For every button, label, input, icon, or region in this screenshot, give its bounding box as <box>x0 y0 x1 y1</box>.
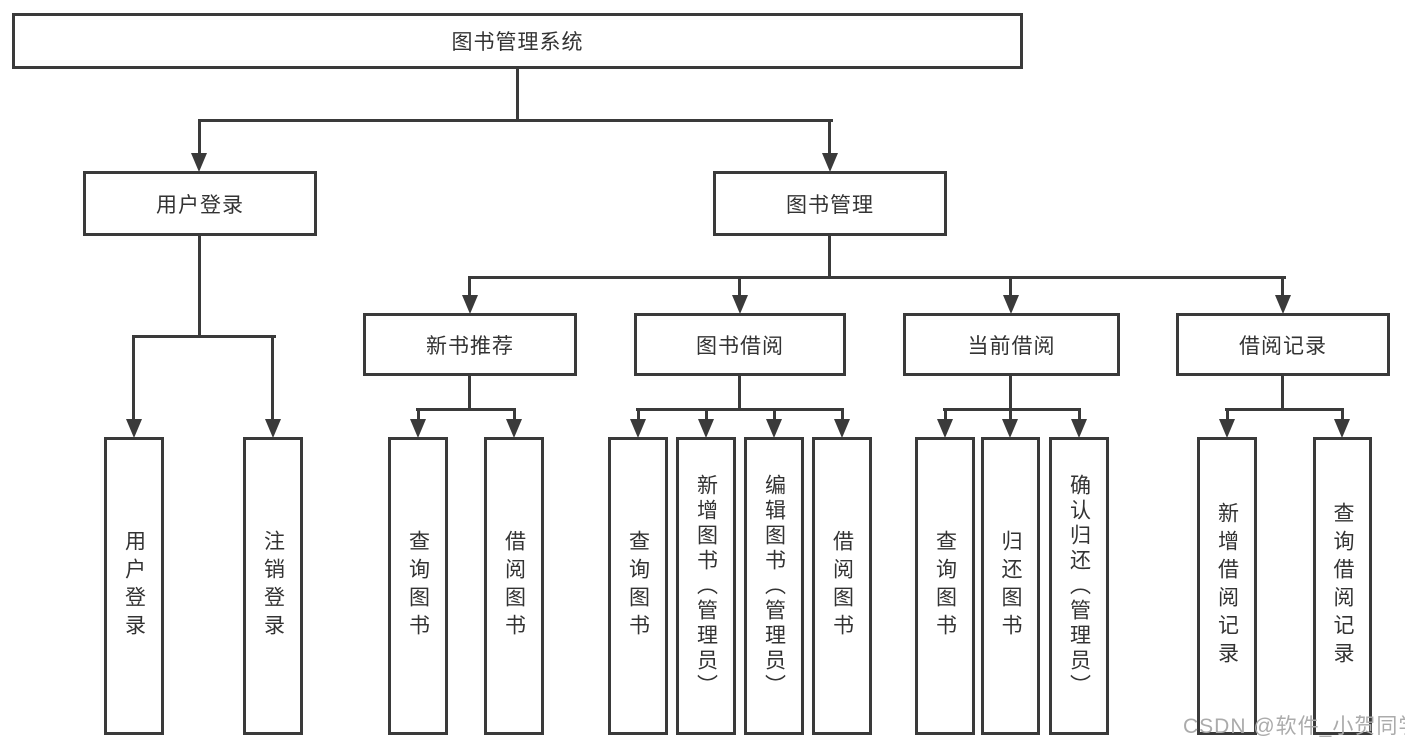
connector-line <box>417 408 420 421</box>
connector-line <box>1225 408 1344 411</box>
connector-line <box>468 276 471 297</box>
connector-line <box>773 408 776 421</box>
arrow-down-icon <box>732 295 748 314</box>
connector-line <box>705 408 708 421</box>
connector-line <box>828 234 831 279</box>
connector-line <box>943 408 1081 411</box>
connector-line <box>1009 408 1012 421</box>
arrow-down-icon <box>834 419 850 438</box>
leaf-current-query-books: 查询图书 <box>915 437 975 735</box>
connector-line <box>468 374 471 410</box>
arrow-down-icon <box>191 153 207 172</box>
connector-line <box>1009 374 1012 410</box>
arrow-down-icon <box>937 419 953 438</box>
connector-line <box>738 374 741 410</box>
node-book-management: 图书管理 <box>713 171 947 236</box>
leaf-newbook-query-books: 查询图书 <box>388 437 448 735</box>
arrow-down-icon <box>698 419 714 438</box>
leaf-records-add-record: 新增借阅记录 <box>1197 437 1257 735</box>
node-book-borrowing-label: 图书借阅 <box>696 334 784 358</box>
leaf-borrowing-query-books: 查询图书 <box>608 437 668 735</box>
node-borrow-records: 借阅记录 <box>1176 313 1390 376</box>
node-root-label: 图书管理系统 <box>451 31 584 54</box>
connector-line <box>1341 408 1344 421</box>
leaf-borrowing-borrow-books: 借阅图书 <box>812 437 872 735</box>
leaf-current-return-books-label: 归还图书 <box>999 530 1022 642</box>
node-user-login: 用户登录 <box>83 171 317 236</box>
arrow-down-icon <box>1219 419 1235 438</box>
arrow-down-icon <box>1003 295 1019 314</box>
arrow-down-icon <box>630 419 646 438</box>
arrow-down-icon <box>410 419 426 438</box>
leaf-borrowing-edit-books-admin-label: 编辑图书（管理员） <box>762 473 786 699</box>
connector-line <box>1009 276 1012 297</box>
node-root: 图书管理系统 <box>12 13 1023 69</box>
connector-line <box>828 119 831 156</box>
node-new-book-recommend: 新书推荐 <box>363 313 577 376</box>
connector-line <box>636 408 844 411</box>
connector-line <box>841 408 844 421</box>
csdn-watermark: CSDN @软件_小贺同学 <box>1183 715 1405 738</box>
leaf-newbook-borrow-books-label: 借阅图书 <box>502 530 526 642</box>
arrow-down-icon <box>1275 295 1291 314</box>
connector-line <box>516 69 519 122</box>
leaf-newbook-borrow-books: 借阅图书 <box>484 437 544 735</box>
arrow-down-icon <box>1071 419 1087 438</box>
connector-line <box>271 335 274 421</box>
connector-line <box>738 276 741 297</box>
connector-line <box>1226 408 1229 421</box>
node-user-login-label: 用户登录 <box>156 193 244 217</box>
leaf-logout: 注销登录 <box>243 437 303 735</box>
leaf-borrowing-query-books-label: 查询图书 <box>626 530 650 642</box>
node-current-borrowing-label: 当前借阅 <box>967 334 1056 358</box>
connector-line <box>1281 276 1284 297</box>
node-borrow-records-label: 借阅记录 <box>1239 334 1327 358</box>
arrow-down-icon <box>265 419 281 438</box>
connector-line <box>1078 408 1081 421</box>
leaf-borrowing-add-books-admin-label: 新增图书（管理员） <box>694 473 718 699</box>
leaf-borrowing-edit-books-admin: 编辑图书（管理员） <box>744 437 804 735</box>
leaf-records-query-record: 查询借阅记录 <box>1313 437 1372 735</box>
connector-line <box>1281 374 1284 410</box>
node-new-book-recommend-label: 新书推荐 <box>426 334 514 358</box>
leaf-user-login: 用户登录 <box>104 437 164 735</box>
arrow-down-icon <box>506 419 522 438</box>
arrow-down-icon <box>1002 419 1018 438</box>
leaf-current-confirm-return-admin: 确认归还（管理员） <box>1049 437 1109 735</box>
leaf-current-query-books-label: 查询图书 <box>933 530 957 642</box>
arrow-down-icon <box>462 295 478 314</box>
leaf-user-login-label: 用户登录 <box>122 530 146 642</box>
arrow-down-icon <box>766 419 782 438</box>
arrow-down-icon <box>822 153 838 172</box>
arrow-down-icon <box>1334 419 1350 438</box>
leaf-borrowing-add-books-admin: 新增图书（管理员） <box>676 437 736 735</box>
connector-line <box>468 276 1286 279</box>
arrow-down-icon <box>126 419 142 438</box>
connector-line <box>416 408 516 411</box>
connector-line <box>132 335 276 338</box>
leaf-records-add-record-label: 新增借阅记录 <box>1215 502 1239 670</box>
leaf-newbook-query-books-label: 查询图书 <box>406 530 430 642</box>
node-book-borrowing: 图书借阅 <box>634 313 846 376</box>
connector-line <box>513 408 516 421</box>
connector-line <box>944 408 947 421</box>
node-current-borrowing: 当前借阅 <box>903 313 1120 376</box>
connector-line <box>198 119 201 156</box>
connector-line <box>198 234 201 337</box>
leaf-borrowing-borrow-books-label: 借阅图书 <box>830 530 854 642</box>
connector-line <box>198 119 833 122</box>
leaf-current-return-books: 归还图书 <box>981 437 1040 735</box>
leaf-logout-label: 注销登录 <box>261 530 285 642</box>
connector-line <box>132 335 135 421</box>
node-book-management-label: 图书管理 <box>786 193 874 217</box>
connector-line <box>637 408 640 421</box>
leaf-records-query-record-label: 查询借阅记录 <box>1331 502 1354 670</box>
leaf-current-confirm-return-admin-label: 确认归还（管理员） <box>1067 473 1091 699</box>
